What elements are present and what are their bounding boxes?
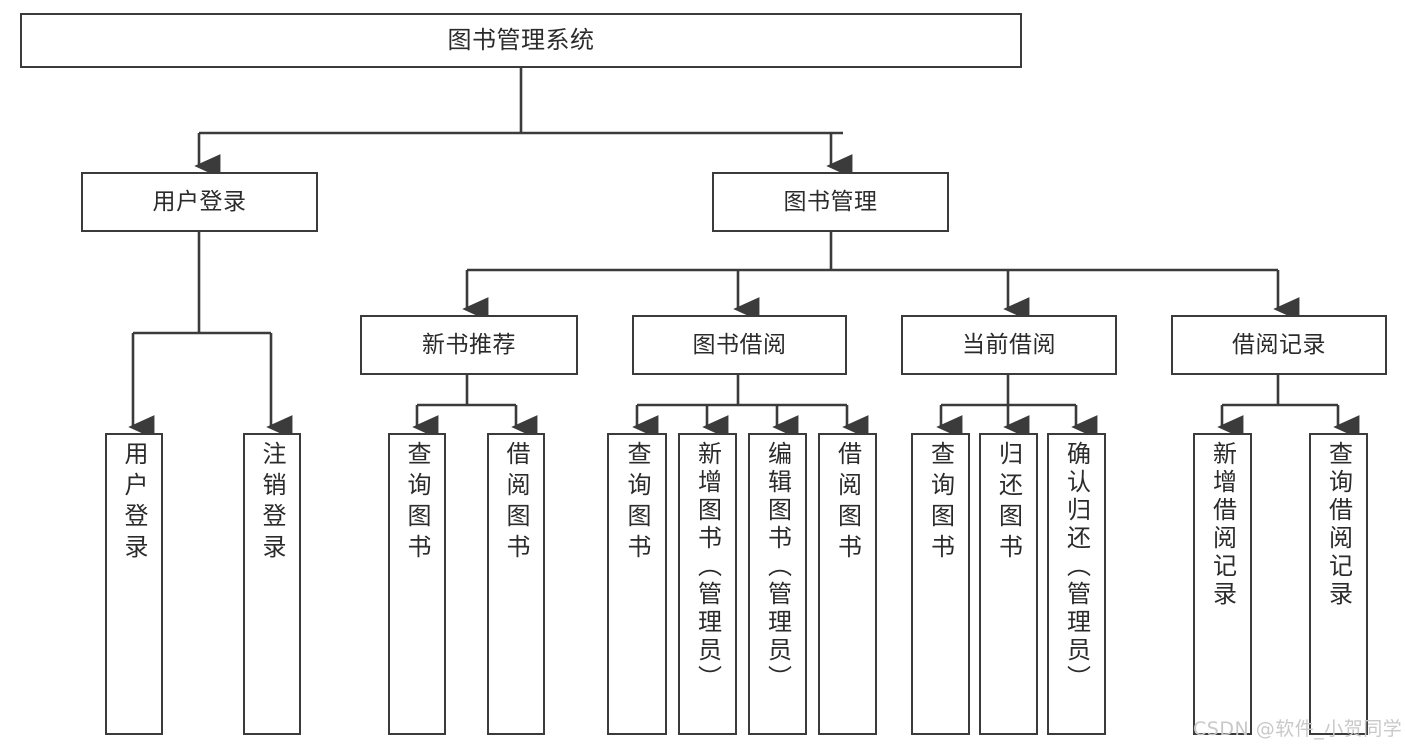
node-user-login[interactable]: 用户登录 xyxy=(81,172,318,232)
node-book-management[interactable]: 图书管理 xyxy=(712,172,949,232)
node-label: 借阅图书 xyxy=(833,441,862,565)
node-label: 注销登录 xyxy=(258,441,286,565)
node-label: 图书借阅 xyxy=(692,331,787,358)
node-label: 借阅记录 xyxy=(1232,331,1326,358)
node-label: 借阅图书 xyxy=(502,441,530,565)
leaf-add-borrow-record[interactable]: 新增借阅记录 xyxy=(1193,433,1252,735)
node-label: 查询图书 xyxy=(403,441,431,565)
leaf-user-login[interactable]: 用户登录 xyxy=(105,433,163,735)
node-label: 查询图书 xyxy=(623,441,651,565)
leaf-query-book-borrow[interactable]: 查询图书 xyxy=(607,433,667,735)
node-label: 归还图书 xyxy=(994,441,1023,565)
node-label: 新书推荐 xyxy=(422,331,516,358)
node-label: 新增图书（管理员） xyxy=(693,441,722,693)
leaf-query-borrow-record[interactable]: 查询借阅记录 xyxy=(1309,433,1368,735)
node-label: 查询借阅记录 xyxy=(1324,441,1353,609)
node-label: 查询图书 xyxy=(926,441,955,565)
leaf-return-book[interactable]: 归还图书 xyxy=(979,433,1038,735)
node-label: 当前借阅 xyxy=(962,331,1056,358)
node-label: 图书管理 xyxy=(783,188,878,215)
node-borrow-record[interactable]: 借阅记录 xyxy=(1171,315,1387,375)
node-label: 新增借阅记录 xyxy=(1208,441,1237,609)
leaf-confirm-return-admin[interactable]: 确认归还（管理员） xyxy=(1047,433,1106,735)
leaf-borrow-book-recommend[interactable]: 借阅图书 xyxy=(487,433,545,735)
node-label: 图书管理系统 xyxy=(447,25,595,54)
leaf-edit-book-admin[interactable]: 编辑图书（管理员） xyxy=(748,433,807,735)
node-label: 用户登录 xyxy=(152,188,247,215)
node-label: 确认归还（管理员） xyxy=(1062,441,1091,693)
node-current-borrow[interactable]: 当前借阅 xyxy=(901,315,1117,375)
watermark-text: CSDN @软件_小贺同学 xyxy=(1193,718,1403,740)
node-label: 编辑图书（管理员） xyxy=(763,441,792,693)
leaf-logout[interactable]: 注销登录 xyxy=(243,433,301,735)
leaf-add-book-admin[interactable]: 新增图书（管理员） xyxy=(678,433,737,735)
node-root-book-management-system[interactable]: 图书管理系统 xyxy=(20,13,1022,68)
node-book-borrow[interactable]: 图书借阅 xyxy=(632,315,847,375)
node-new-book-recommend[interactable]: 新书推荐 xyxy=(360,315,578,375)
leaf-query-book-recommend[interactable]: 查询图书 xyxy=(388,433,446,735)
node-label: 用户登录 xyxy=(120,441,148,565)
leaf-query-book-current[interactable]: 查询图书 xyxy=(911,433,970,735)
leaf-borrow-book[interactable]: 借阅图书 xyxy=(818,433,877,735)
